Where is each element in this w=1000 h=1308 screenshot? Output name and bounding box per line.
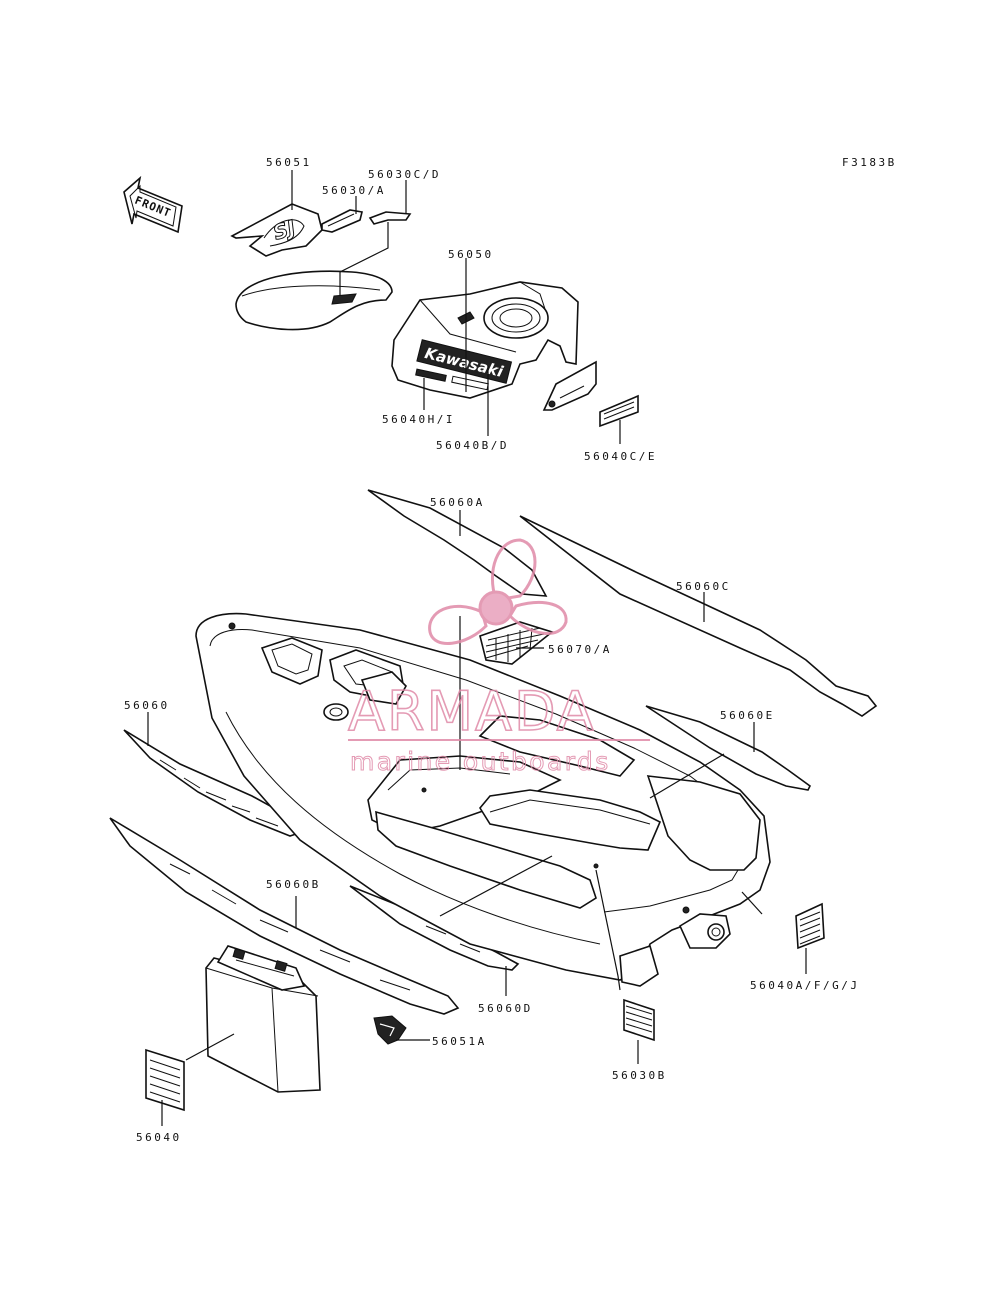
label-56070a [479, 621, 554, 665]
leader-lines [147, 170, 807, 1126]
watermark-subtitle: marine outboards [350, 747, 611, 776]
label-bracket-56030cd [368, 211, 412, 225]
label-56040 [145, 1048, 185, 1112]
hull [195, 612, 771, 987]
callout-56050: 56050 [448, 248, 494, 261]
callout-56040: 56040 [136, 1131, 182, 1144]
callout-56070a: 56070/A [548, 643, 612, 656]
seat-decal: SJ [230, 203, 323, 257]
stripe-56060b [109, 817, 460, 1015]
stripe-56060c [519, 515, 878, 717]
callout-56051: 56051 [266, 156, 312, 169]
propeller-logo-icon [428, 538, 568, 645]
callout-56051a: 56051A [432, 1035, 487, 1048]
figure-code: F3183B [842, 156, 897, 169]
callout-56040hi: 56040H/I [382, 413, 455, 426]
callout-56060a: 56060A [430, 496, 485, 509]
label-56040ce [599, 394, 639, 428]
callout-56040ce: 56040C/E [584, 450, 657, 463]
callout-56060b: 56060B [266, 878, 321, 891]
callout-56060c: 56060C [676, 580, 731, 593]
battery [205, 945, 321, 1093]
label-56030b [623, 998, 655, 1042]
watermark-title: ARMADA [348, 680, 596, 743]
hood-bracket [542, 360, 597, 411]
callout-56040bd: 56040B/D [436, 439, 509, 452]
seat-cover [235, 270, 393, 331]
stripe-56060e [645, 705, 812, 791]
engine-hood: Kawasaki [391, 281, 579, 399]
callout-56060e: 56060E [720, 709, 775, 722]
callout-56030b: 56030B [612, 1069, 667, 1082]
callout-56060: 56060 [124, 699, 170, 712]
callout-56040afgj: 56040A/F/G/J [750, 979, 859, 992]
front-arrow-icon: FRONT [123, 175, 183, 234]
label-56040afgj [795, 902, 825, 950]
callouts: 56051 56030C/D 56030/A 56050 56040H/I 56… [124, 156, 859, 1144]
callout-56030cd: 56030C/D [368, 168, 441, 181]
callout-56060d: 56060D [478, 1002, 533, 1015]
callout-56030a: 56030/A [322, 184, 386, 197]
label-plate-56030a [321, 209, 363, 233]
watermark: ARMADA marine outboards [347, 538, 650, 777]
